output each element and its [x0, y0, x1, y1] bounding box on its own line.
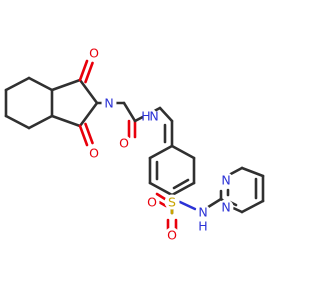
- atom-background: [197, 220, 209, 232]
- bond: [78, 59, 89, 82]
- bond: [240, 199, 265, 214]
- nitrogen-atom-pyrimidine-bottom: N: [221, 200, 230, 215]
- carbonyl-bonds: [78, 59, 94, 147]
- pyrimidine-ring: [219, 166, 265, 214]
- benzene-ring: [148, 119, 196, 197]
- atom-background: [142, 108, 158, 124]
- nitrogen-atom-pyrimidine-top: N: [221, 173, 230, 188]
- bond: [122, 101, 137, 123]
- atom-background: [144, 194, 160, 210]
- molecule-structure: O N O O H N S O O N H N N: [4, 45, 265, 243]
- bond: [148, 181, 174, 197]
- nitrogen-atom-amide: N: [149, 109, 158, 124]
- oxygen-atom-bottom: O: [89, 146, 99, 161]
- atom-background: [164, 194, 180, 210]
- bond: [240, 166, 265, 178]
- oxygen-atom-sulfonyl-bottom: O: [167, 228, 177, 243]
- imide-ring: [50, 78, 99, 128]
- sulfur-atom: S: [168, 195, 176, 210]
- hydrogen-atom-sulfonamide: H: [198, 219, 207, 234]
- atom-background: [195, 204, 211, 220]
- oxygen-atom-sulfonyl-left: O: [147, 195, 157, 210]
- bond: [84, 61, 94, 84]
- hydrogen-atom-amide: H: [141, 109, 150, 124]
- bond: [170, 181, 196, 197]
- bond: [4, 76, 31, 92]
- bond: [178, 200, 197, 211]
- atom-background: [218, 199, 234, 215]
- oxygen-atom-top: O: [89, 46, 99, 61]
- bond: [4, 114, 31, 130]
- bond: [148, 144, 174, 160]
- bond: [78, 101, 99, 128]
- bond: [78, 124, 89, 147]
- atom-background: [86, 145, 102, 161]
- nitrogen-atom-imide: N: [104, 96, 113, 111]
- atom-background: [116, 135, 132, 151]
- bond: [84, 122, 94, 145]
- bond: [27, 114, 54, 130]
- bond: [170, 144, 196, 160]
- atom-background: [218, 172, 234, 188]
- atom-background: [86, 45, 102, 61]
- cyclohexane-ring: [4, 76, 54, 130]
- atom-background: [101, 95, 117, 111]
- bond: [50, 114, 82, 128]
- bond: [158, 106, 174, 123]
- bond: [27, 76, 54, 92]
- oxygen-atom-amide: O: [119, 136, 129, 151]
- atom-background: [164, 227, 180, 243]
- bond: [172, 178, 190, 190]
- bond: [50, 78, 82, 92]
- nitrogen-atom-sulfonamide: N: [198, 205, 207, 220]
- bond: [155, 192, 167, 201]
- bond: [78, 78, 99, 105]
- bond: [157, 200, 168, 208]
- atom-labels: O N O O H N S O O N H N N: [86, 45, 234, 243]
